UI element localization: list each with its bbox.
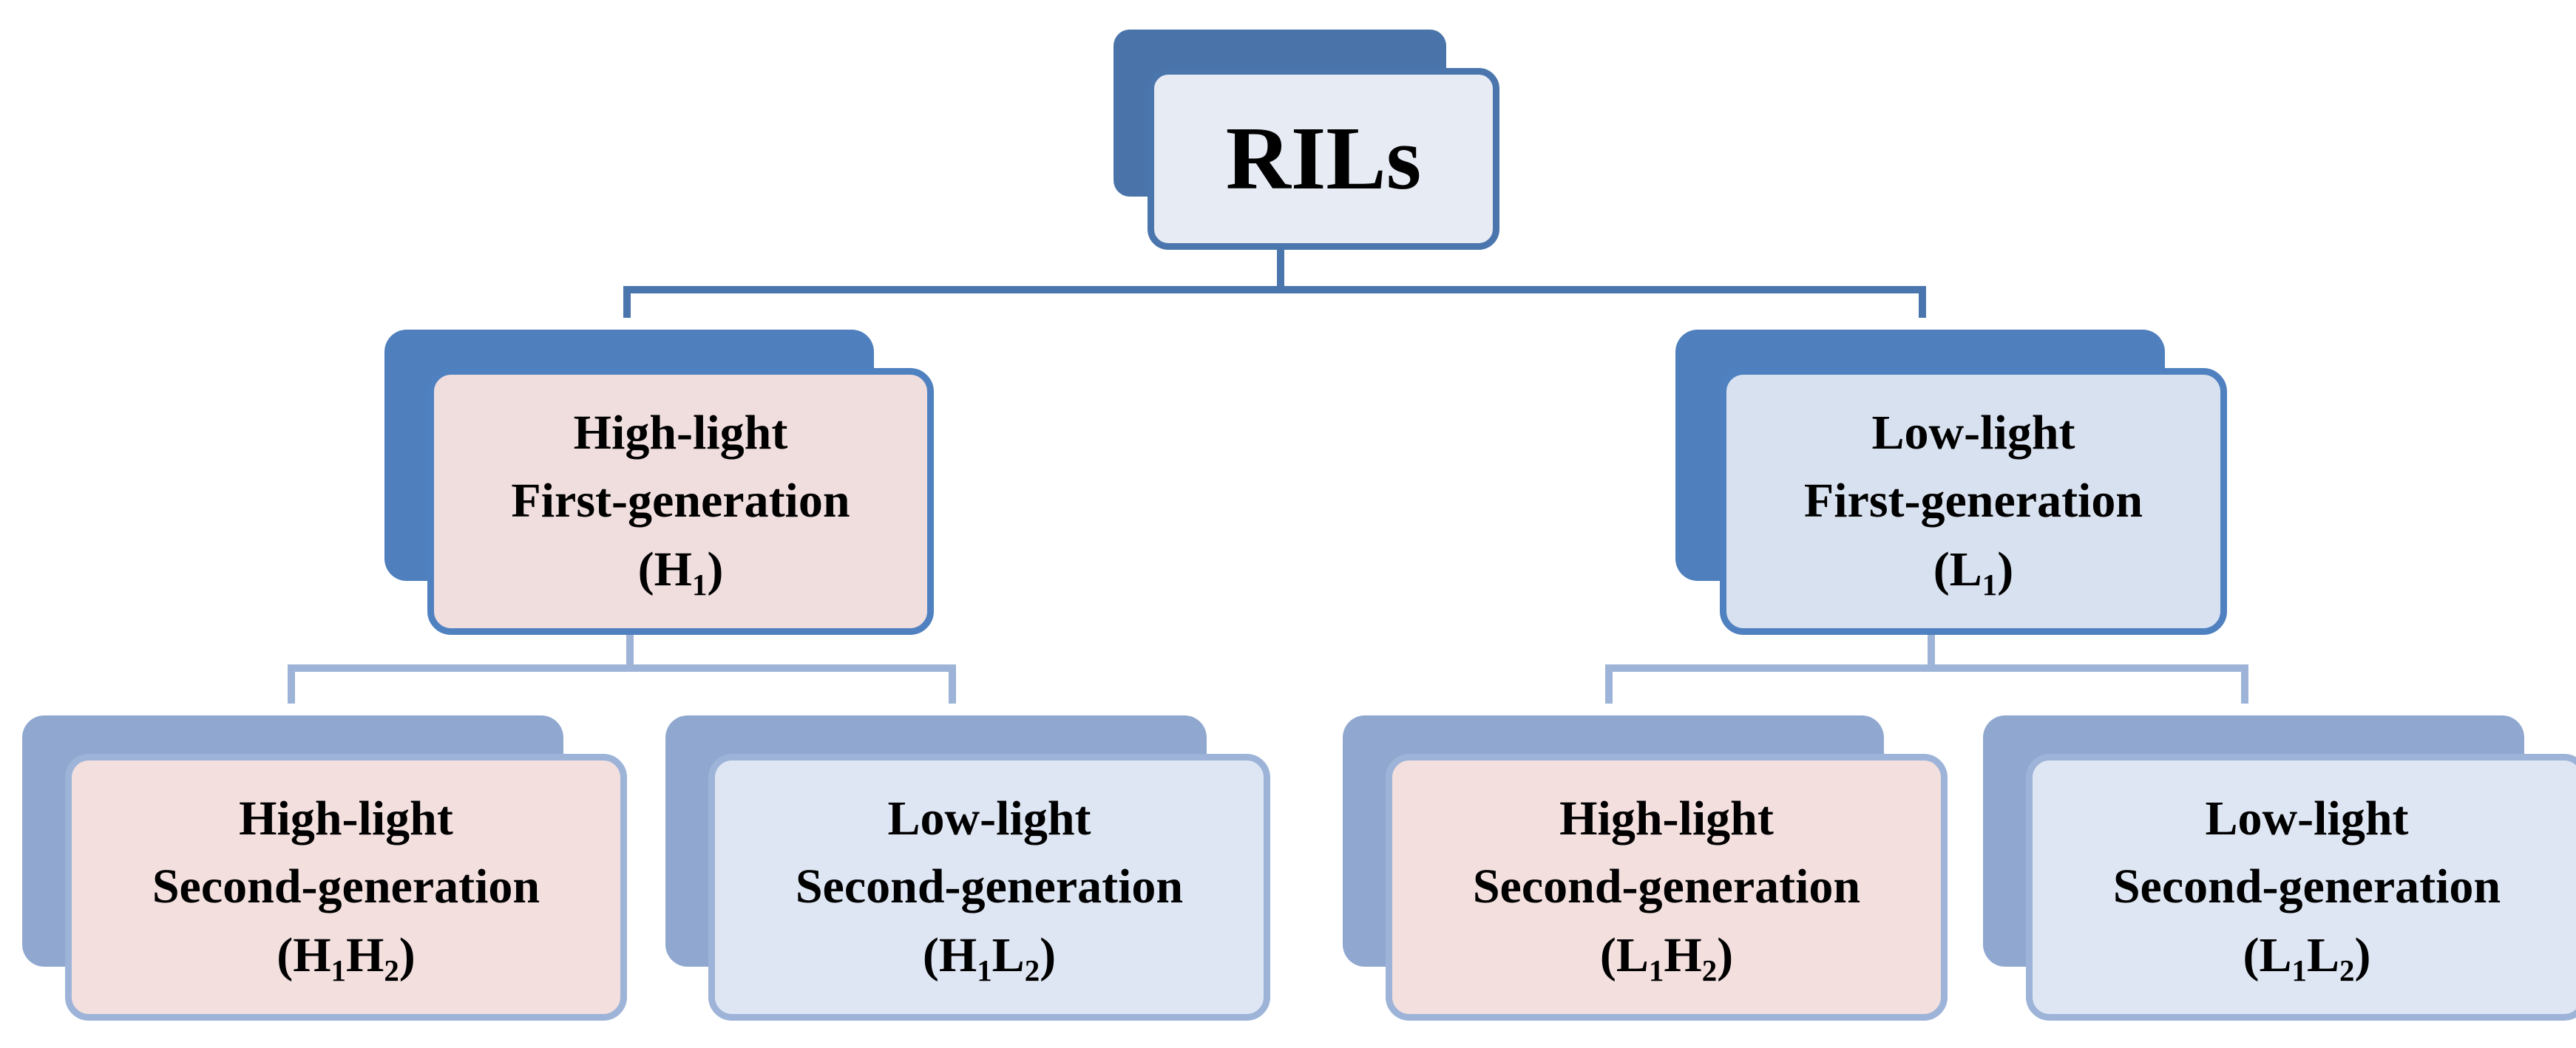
node-panel: Low-light Second-generation (L1L2) — [2026, 754, 2576, 1021]
code-subscript: 1 — [977, 953, 992, 987]
code-subscript: 2 — [2339, 953, 2355, 987]
node-line-2: First-generation — [511, 474, 850, 528]
root-node-label: RILs — [1225, 109, 1422, 208]
root-branch — [623, 286, 1926, 318]
node-code: (L1) — [1933, 542, 2014, 602]
node-low-light-second-generation-l1l2: Low-light Second-generation (L1L2) — [1983, 715, 2576, 1021]
node-line-1: Low-light — [2205, 791, 2409, 845]
code-subscript: 1 — [691, 568, 708, 602]
root-node-rils: RILs — [1114, 30, 1501, 251]
node-line-1: Low-light — [1871, 405, 2075, 460]
code-subscript: 2 — [1024, 953, 1040, 987]
code-letter: H — [293, 928, 331, 982]
code-letter: L — [992, 928, 1025, 982]
code-letter: L — [1949, 542, 1982, 596]
code-letter: H — [938, 928, 977, 982]
node-line-1: High-light — [573, 405, 788, 460]
node-high-light-second-generation-h1h2: High-light Second-generation (H1H2) — [22, 715, 627, 1021]
node-code: (H1) — [637, 542, 724, 602]
code-subscript: 2 — [1701, 953, 1718, 987]
code-subscript: 1 — [1648, 953, 1664, 987]
node-panel: High-light Second-generation (L1H2) — [1386, 754, 1948, 1021]
h1-branch — [288, 664, 956, 704]
code-letter: L — [1616, 928, 1649, 982]
code-subscript: 1 — [331, 953, 346, 987]
node-low-light-second-generation-h1l2: Low-light Second-generation (H1L2) — [665, 715, 1270, 1021]
code-subscript: 2 — [384, 953, 399, 987]
root-node-panel: RILs — [1148, 68, 1499, 250]
node-code: (H1H2) — [277, 928, 416, 987]
node-line-1: High-light — [239, 791, 453, 845]
node-panel: Low-light Second-generation (H1L2) — [708, 754, 1270, 1021]
l1-branch — [1605, 664, 2248, 704]
code-letter: L — [2307, 928, 2340, 982]
node-code: (H1L2) — [922, 928, 1057, 987]
code-letter: L — [2259, 928, 2292, 982]
node-panel: High-light First-generation (H1) — [427, 368, 934, 635]
node-high-light-first-generation: High-light First-generation (H1) — [384, 330, 935, 636]
node-line-2: Second-generation — [152, 860, 540, 914]
code-letter: H — [1664, 928, 1702, 982]
node-panel: High-light Second-generation (H1H2) — [65, 754, 627, 1021]
node-code: (L1L2) — [2243, 928, 2371, 987]
node-line-1: Low-light — [887, 791, 1091, 845]
node-line-2: Second-generation — [795, 860, 1184, 914]
code-letter: H — [654, 542, 692, 596]
node-line-2: First-generation — [1803, 474, 2143, 528]
level1-connectors — [288, 635, 2248, 704]
code-subscript: 1 — [1982, 568, 1998, 602]
node-line-2: Second-generation — [1472, 860, 1861, 914]
code-subscript: 1 — [2291, 953, 2307, 987]
root-connectors — [623, 250, 1926, 318]
code-letter: H — [346, 928, 384, 982]
node-low-light-first-generation: Low-light First-generation (L1) — [1675, 330, 2228, 636]
node-code: (L1H2) — [1599, 928, 1734, 987]
node-line-1: High-light — [1559, 791, 1774, 845]
node-panel: Low-light First-generation (L1) — [1720, 368, 2227, 635]
node-line-2: Second-generation — [2112, 860, 2501, 914]
node-high-light-second-generation-l1h2: High-light Second-generation (L1H2) — [1343, 715, 1948, 1021]
